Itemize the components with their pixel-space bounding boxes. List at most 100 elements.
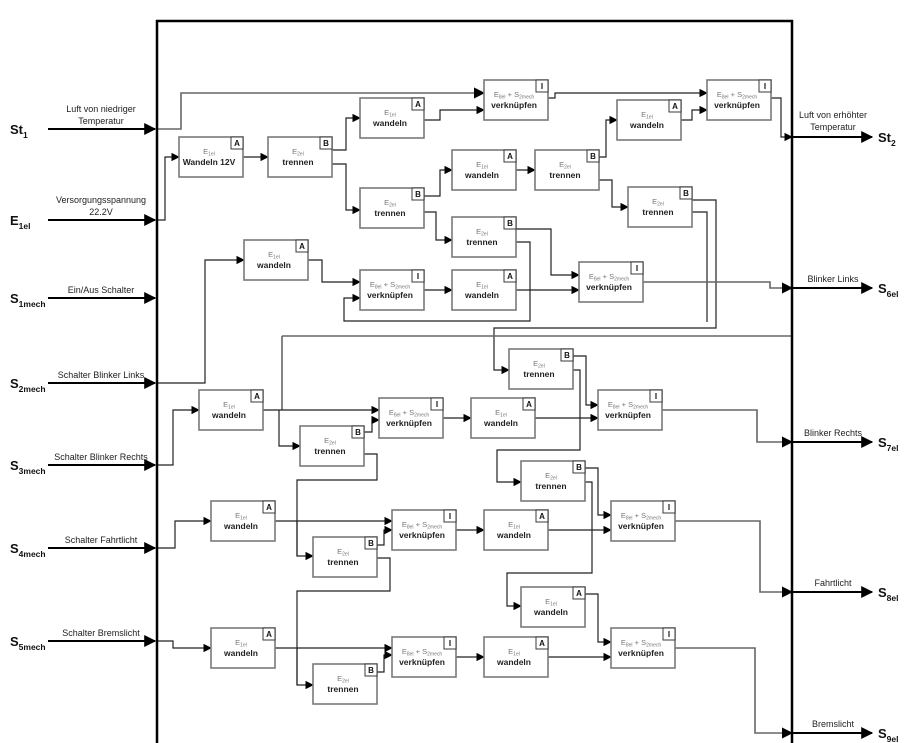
block-flow-label: E2el	[545, 471, 557, 482]
flow-wire	[681, 105, 708, 121]
block-flow-label: E1el	[268, 250, 280, 261]
block-tag: B	[415, 190, 421, 199]
output-symbol: S8el	[878, 585, 899, 603]
block-function-label: trennen	[466, 237, 497, 247]
block-function-label: trennen	[327, 557, 358, 567]
block-flow-label: E1el	[495, 408, 507, 419]
block-tag: A	[526, 400, 532, 409]
block-function-label: verknüpfen	[386, 418, 432, 428]
block-tag: A	[539, 639, 545, 648]
block-tag-box	[411, 97, 425, 111]
block-tag-box	[662, 500, 676, 514]
flow-wire	[377, 650, 393, 673]
input-symbol: S3mech	[10, 458, 46, 476]
block-flow-label: E1el	[384, 108, 396, 119]
input-label: Versorgungsspannung	[56, 195, 146, 205]
input-symbol: S2mech	[10, 376, 46, 394]
block-function-label: wandeln	[483, 418, 518, 428]
flow-wire	[516, 228, 580, 280]
block-flow-label: E8el + S2mech	[389, 408, 429, 419]
block-tag-box	[630, 261, 644, 275]
input-symbol: S1mech	[10, 291, 46, 309]
block-function-label: wandeln	[223, 648, 258, 658]
block-tag: A	[266, 630, 272, 639]
input-label: Luft von niedriger	[66, 104, 136, 114]
flow-wire	[548, 88, 708, 99]
block-function-label: trennen	[549, 170, 580, 180]
block-tag-box	[364, 663, 378, 677]
block-function-label: trennen	[535, 481, 566, 491]
block-tag-box	[560, 348, 574, 362]
block-function-label: verknüpfen	[367, 290, 413, 300]
block-tag-box	[262, 627, 276, 641]
output-label: Temperatur	[810, 122, 856, 132]
connection-wires	[157, 87, 794, 739]
block-frame	[299, 425, 365, 467]
flow-wire	[662, 409, 794, 448]
flow-wire	[585, 467, 612, 520]
flow-wire	[308, 259, 361, 287]
block-function-label: wandeln	[629, 120, 664, 130]
block-function-label: wandeln	[496, 530, 531, 540]
input-label: Temperatur	[78, 116, 124, 126]
block-flow-label: E2el	[384, 198, 396, 209]
block-tag-box	[411, 187, 425, 201]
flow-wire	[771, 97, 793, 142]
block-tag-box	[662, 627, 676, 641]
block-tag: B	[323, 139, 329, 148]
flow-wire	[364, 415, 380, 433]
flow-wire	[157, 516, 212, 549]
block-tag-box	[262, 500, 276, 514]
output-label: Blinker Rechts	[804, 428, 863, 438]
flow-wire	[506, 481, 593, 611]
block-tag-box	[250, 389, 264, 403]
block-tag: I	[449, 639, 451, 648]
block-function-label: trennen	[374, 208, 405, 218]
output-label: Bremslicht	[812, 719, 855, 729]
flow-wire	[157, 640, 212, 653]
block-function-label: trennen	[327, 684, 358, 694]
flow-wire	[599, 179, 629, 212]
block-flow-label: E2el	[324, 436, 336, 447]
block-flow-label: E8el + S2mech	[494, 90, 534, 101]
block-flow-label: E8el + S2mech	[621, 638, 661, 649]
flow-wire	[157, 87, 486, 130]
output-symbol: S7el	[878, 435, 899, 453]
block-tag: I	[655, 392, 657, 401]
block-tag: A	[254, 392, 260, 401]
block-tag: A	[507, 272, 513, 281]
flow-wire	[424, 105, 485, 121]
input-label: Schalter Blinker Links	[58, 370, 145, 380]
block-tag-box	[503, 269, 517, 283]
block-tag-box	[443, 509, 457, 523]
block-tag: I	[668, 630, 670, 639]
block-tag-box	[535, 509, 549, 523]
input-symbol: St1	[10, 122, 28, 140]
block-tag-box	[364, 536, 378, 550]
block-tag-box	[319, 136, 333, 150]
block-tag: A	[266, 503, 272, 512]
input-label: Schalter Fahrtlicht	[65, 535, 138, 545]
